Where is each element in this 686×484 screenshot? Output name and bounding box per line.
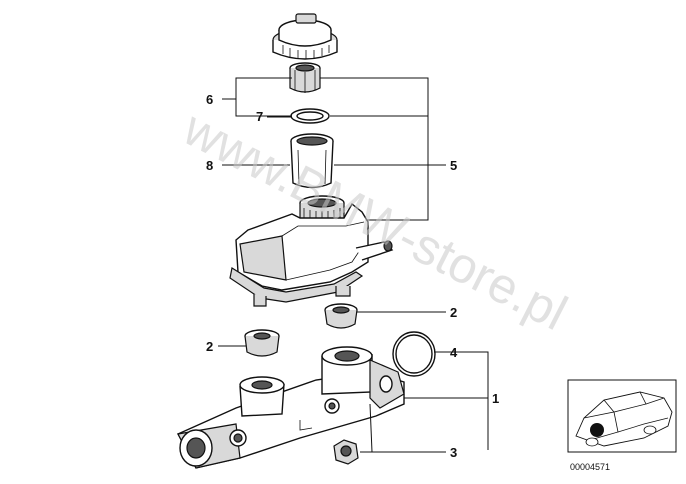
grommet-lower — [244, 329, 280, 357]
reservoir-cap — [272, 13, 338, 60]
leader-lines — [218, 77, 489, 453]
brake-master-cylinder — [177, 346, 405, 469]
callout-6: 6 — [206, 92, 213, 107]
callout-2-left: 2 — [206, 339, 213, 354]
location-marker-icon — [590, 423, 604, 437]
callout-5: 5 — [450, 158, 457, 173]
callout-4: 4 — [450, 345, 458, 360]
cap-filter-nut — [289, 62, 321, 93]
vehicle-location-thumbnail — [567, 379, 677, 453]
strainer-sleeve — [290, 133, 334, 189]
callout-3: 3 — [450, 445, 457, 460]
o-ring — [392, 331, 436, 377]
callout-1: 1 — [492, 391, 499, 406]
diagram-id: 00004571 — [570, 462, 610, 472]
hex-nut — [333, 439, 359, 465]
callout-8: 8 — [206, 158, 213, 173]
callout-7: 7 — [256, 109, 263, 124]
grommet-upper — [324, 303, 358, 329]
watermark-text: www.BMW-store.pl — [174, 99, 576, 341]
seal-ring — [290, 108, 330, 124]
brake-fluid-reservoir — [229, 195, 394, 307]
callout-2-right: 2 — [450, 305, 457, 320]
